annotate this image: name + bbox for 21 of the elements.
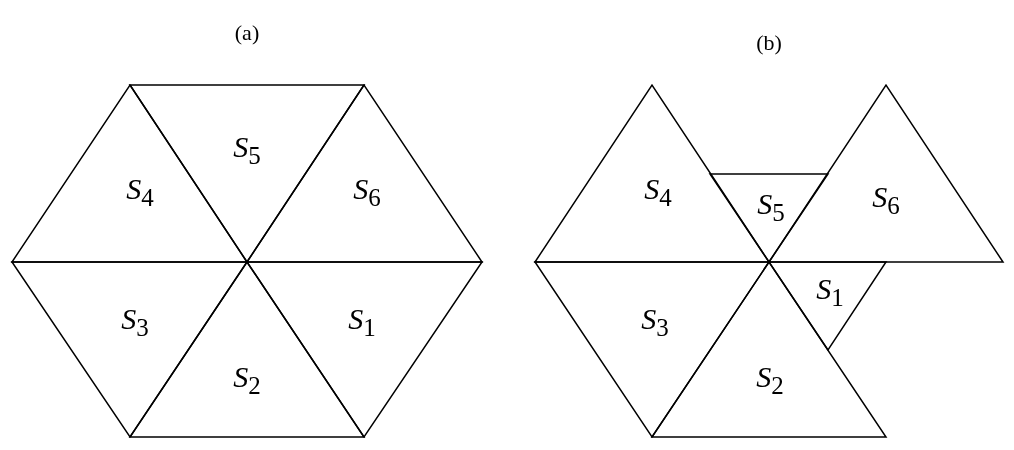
triangle-region	[769, 262, 886, 350]
region-label: S$_{5}$	[233, 132, 261, 168]
region-label: S$_{6}$	[353, 174, 381, 210]
triangle-region	[12, 85, 247, 262]
region-label: S$_{2}$	[756, 362, 784, 398]
triangle-region	[535, 262, 769, 437]
region-label: S$_{4}$	[644, 174, 672, 210]
region-label: S$_{3}$	[121, 304, 149, 340]
triangle-region	[12, 262, 247, 437]
region-label: S$_{3}$	[641, 304, 669, 340]
triangle-region	[247, 262, 482, 437]
panel-label: (b)	[756, 32, 782, 54]
triangle-region	[710, 174, 828, 262]
region-label: S$_{4}$	[126, 174, 154, 210]
region-label: S$_{2}$	[233, 362, 261, 398]
panel-label: (a)	[234, 22, 260, 44]
region-label: S$_{6}$	[872, 182, 900, 218]
triangle-region	[247, 85, 482, 262]
region-label: S$_{1}$	[348, 304, 376, 340]
region-label: S$_{1}$	[816, 274, 844, 310]
region-label: S$_{5}$	[757, 189, 785, 225]
